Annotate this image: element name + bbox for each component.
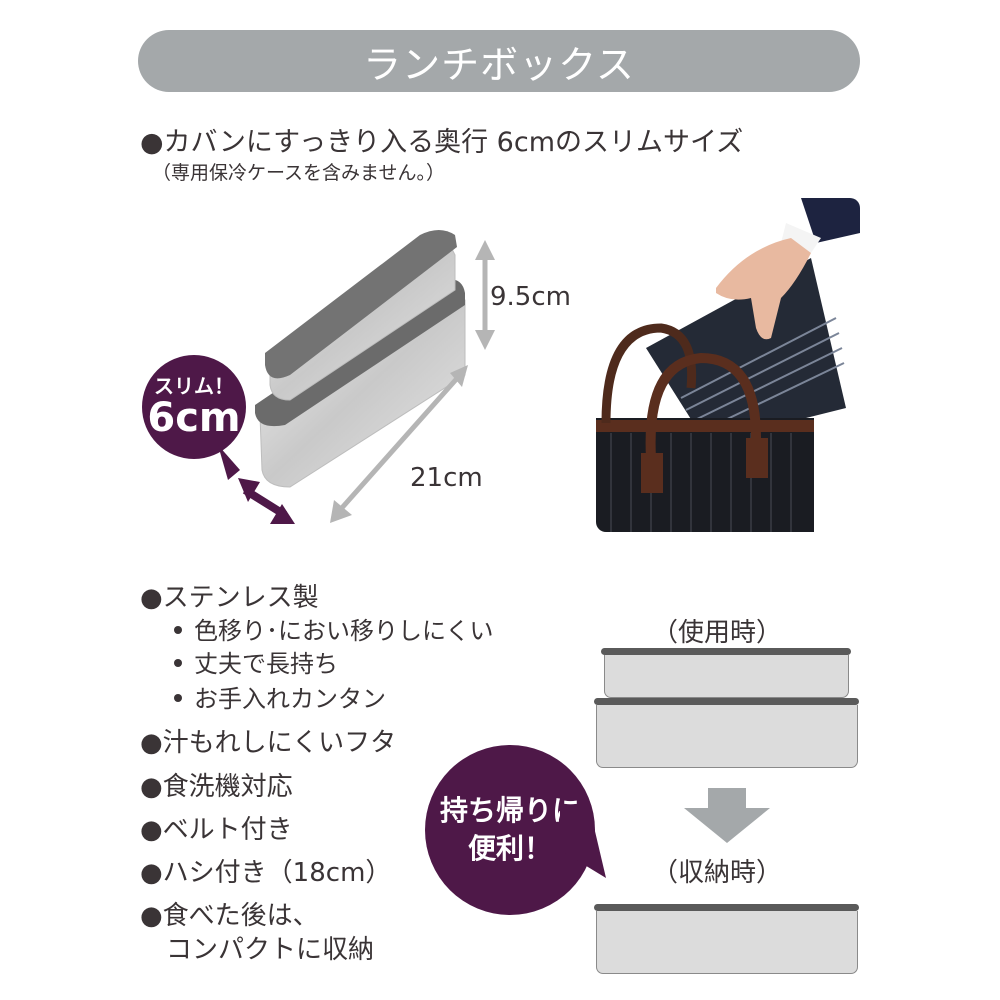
carry-badge-line2: 便利！ [467, 832, 552, 865]
bullet-icon [174, 694, 182, 702]
upper-lid [601, 648, 851, 655]
stored-box [596, 911, 858, 974]
subfeature-item: 色移り･におい移りしにくい [174, 616, 494, 646]
lower-lid [594, 698, 859, 705]
feature-compact: ●食べた後は、 [140, 901, 319, 931]
slim-badge-line1: スリム！ [154, 374, 234, 398]
feature-leakproof-lid: ●汁もれしにくいフタ [140, 728, 397, 758]
slim-badge: スリム！ 6cm [142, 355, 246, 459]
subfeature-item: お手入れカンタン [174, 684, 386, 714]
depth-arrow-icon [218, 445, 295, 524]
height-dimension: 9.5cm [490, 282, 571, 312]
stored-lid [594, 904, 859, 911]
bullet-icon [174, 659, 182, 667]
upper-box [604, 655, 849, 698]
feature-compact-line2: コンパクトに収納 [166, 935, 375, 965]
feature-stainless: ●ステンレス製 [140, 583, 319, 613]
bag-photo [596, 198, 860, 532]
length-dimension: 21cm [410, 463, 483, 493]
lunchbox-illustration [255, 230, 495, 523]
feature-dishwasher: ●食洗機対応 [140, 772, 293, 802]
stored-label: （収納時） [652, 858, 783, 888]
down-arrow-icon [684, 788, 770, 843]
in-use-label: （使用時） [652, 618, 783, 648]
speech-tail-icon [560, 810, 606, 878]
lower-box [596, 705, 858, 768]
feature-belt: ●ベルト付き [140, 815, 293, 845]
bag-image [596, 198, 860, 532]
carry-badge-line1: 持ち帰りに [439, 794, 580, 827]
page-title: ランチボックス [363, 42, 635, 87]
lead-text: ●カバンにすっきり入る奥行 6cmのスリムサイズ [140, 127, 744, 158]
feature-chopsticks: ●ハシ付き（18cm） [140, 858, 392, 888]
bullet-icon [174, 626, 182, 634]
lead-note: （専用保冷ケースを含みません。） [152, 162, 445, 184]
title-banner: ランチボックス [138, 30, 860, 92]
slim-badge-line2: 6cm [147, 395, 241, 441]
subfeature-item: 丈夫で長持ち [174, 649, 338, 679]
